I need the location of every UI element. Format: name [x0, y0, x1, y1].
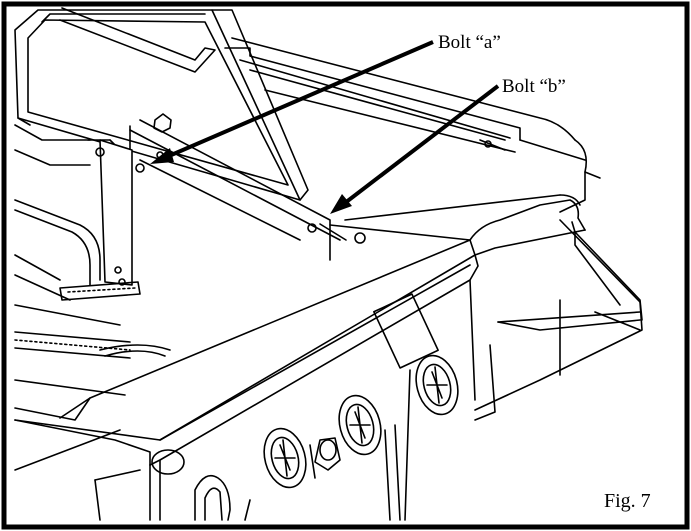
firebox-back-wall [87, 119, 366, 286]
bolt-b-label: Bolt “b” [502, 76, 566, 97]
grill-lid [14, 7, 309, 201]
bolt-a-arrowhead [150, 148, 174, 164]
bolt-a-label: Bolt “a” [438, 32, 501, 53]
callout-arrows [150, 40, 500, 214]
figure-caption: Fig. 7 [604, 490, 651, 512]
grill-drawing [14, 7, 643, 521]
rear-rim [224, 37, 576, 153]
front-rim [14, 194, 586, 471]
bolt-b-arrowhead [330, 194, 352, 214]
bolt-a-leader [161, 40, 434, 161]
burner-tubes [14, 281, 171, 359]
side-shelf [474, 139, 643, 411]
control-panel [94, 254, 561, 521]
bolt-b-leader [339, 84, 500, 208]
